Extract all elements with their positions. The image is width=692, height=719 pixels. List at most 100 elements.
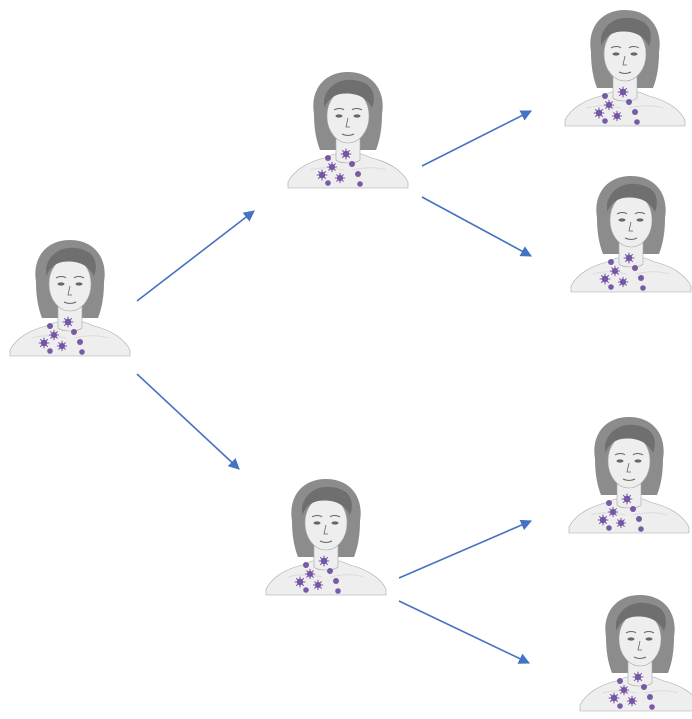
lymph-node-icon	[649, 704, 655, 710]
mouth	[319, 540, 333, 544]
eye	[630, 52, 638, 56]
lymph-node-icon	[617, 276, 629, 288]
mouth	[624, 237, 638, 241]
lymph-node-icon	[602, 93, 608, 99]
lymph-node-icon	[77, 339, 83, 345]
figure-upper-branch	[287, 72, 409, 189]
shoulders	[287, 153, 409, 189]
lymph-node-icon	[79, 349, 85, 355]
lymph-node-icon	[603, 99, 615, 111]
lymph-node-icon	[621, 493, 633, 505]
eye	[627, 637, 635, 641]
shoulders	[564, 91, 686, 127]
arrow-root-to-lower-branch	[136, 373, 240, 470]
eye	[313, 521, 321, 525]
lymph-node-icon	[349, 161, 355, 167]
lymph-node-icon	[56, 340, 68, 352]
lymph-node-icon	[618, 684, 630, 696]
lymph-node-icon	[294, 576, 306, 588]
shoulders	[9, 321, 131, 357]
eye	[75, 282, 83, 286]
mouth	[633, 656, 647, 660]
lymph-node-icon	[303, 562, 309, 568]
lymph-node-icon	[632, 671, 644, 683]
eye	[335, 114, 343, 118]
lymph-node-icon	[626, 695, 638, 707]
lymph-node-icon	[597, 514, 609, 526]
lymph-node-icon	[632, 109, 638, 115]
fringe	[607, 183, 657, 212]
lymph-node-icon	[623, 252, 635, 264]
mouth	[622, 478, 636, 482]
lymph-node-icon	[615, 517, 627, 529]
shoulders	[265, 560, 387, 596]
lymph-node-icon	[333, 578, 339, 584]
figure-lower-lower-leaf	[579, 595, 692, 712]
lymph-node-icon	[608, 259, 614, 265]
fringe	[605, 424, 655, 453]
shoulders	[570, 257, 692, 293]
mouth	[618, 71, 632, 75]
lymph-node-icon	[636, 516, 642, 522]
lymph-node-icon	[617, 678, 623, 684]
lymph-node-icon	[357, 181, 363, 187]
lymph-node-icon	[617, 703, 623, 709]
lymph-node-icon	[325, 155, 331, 161]
lymph-node-icon	[609, 265, 621, 277]
figure-upper-lower-leaf	[570, 176, 692, 293]
lymph-node-icon	[316, 169, 328, 181]
lymph-node-icon	[630, 506, 636, 512]
eye	[612, 52, 620, 56]
lymph-node-icon	[47, 348, 53, 354]
lymph-node-icon	[48, 329, 60, 341]
lymph-node-icon	[327, 568, 333, 574]
figure-lower-upper-leaf	[568, 417, 690, 534]
lymph-node-icon	[340, 148, 352, 160]
eye	[353, 114, 361, 118]
lymph-node-icon	[47, 323, 53, 329]
lymph-node-icon	[632, 265, 638, 271]
eye	[57, 282, 65, 286]
lymph-node-icon	[641, 684, 647, 690]
fringe	[302, 486, 352, 515]
lymph-node-icon	[38, 337, 50, 349]
lymph-node-icon	[608, 284, 614, 290]
lymph-node-icon	[62, 316, 74, 328]
figures-layer	[9, 10, 692, 712]
shoulders	[579, 676, 692, 712]
lymph-node-icon	[608, 692, 620, 704]
lymph-node-icon	[626, 99, 632, 105]
lymph-node-icon	[71, 329, 77, 335]
shoulders	[568, 498, 690, 534]
eye	[645, 637, 653, 641]
arrow-lower-branch-to-lower-upper-leaf	[398, 519, 533, 579]
arrow-upper-branch-to-upper-lower-leaf	[421, 196, 532, 257]
figure-upper-upper-leaf	[564, 10, 686, 127]
lymph-node-icon	[326, 161, 338, 173]
lymph-node-icon	[634, 119, 640, 125]
lymph-node-icon	[312, 579, 324, 591]
lymph-node-icon	[318, 555, 330, 567]
lymph-node-icon	[325, 180, 331, 186]
lymph-node-icon	[638, 526, 644, 532]
lymph-node-icon	[593, 107, 605, 119]
lymph-node-icon	[355, 171, 361, 177]
fringe	[601, 17, 651, 46]
lymph-node-icon	[617, 86, 629, 98]
lymph-node-icon	[611, 110, 623, 122]
lymph-node-icon	[602, 118, 608, 124]
lymph-node-icon	[304, 568, 316, 580]
lymph-node-icon	[599, 273, 611, 285]
mouth	[341, 133, 355, 137]
arrow-lower-branch-to-lower-lower-leaf	[398, 600, 531, 664]
lymph-node-icon	[606, 525, 612, 531]
lymph-node-icon	[303, 587, 309, 593]
arrow-root-to-upper-branch	[136, 210, 255, 302]
figure-root	[9, 240, 131, 357]
eye	[634, 459, 642, 463]
arrows-layer	[136, 110, 533, 664]
figure-lower-branch	[265, 479, 387, 596]
lymph-node-icon	[335, 588, 341, 594]
eye	[616, 459, 624, 463]
